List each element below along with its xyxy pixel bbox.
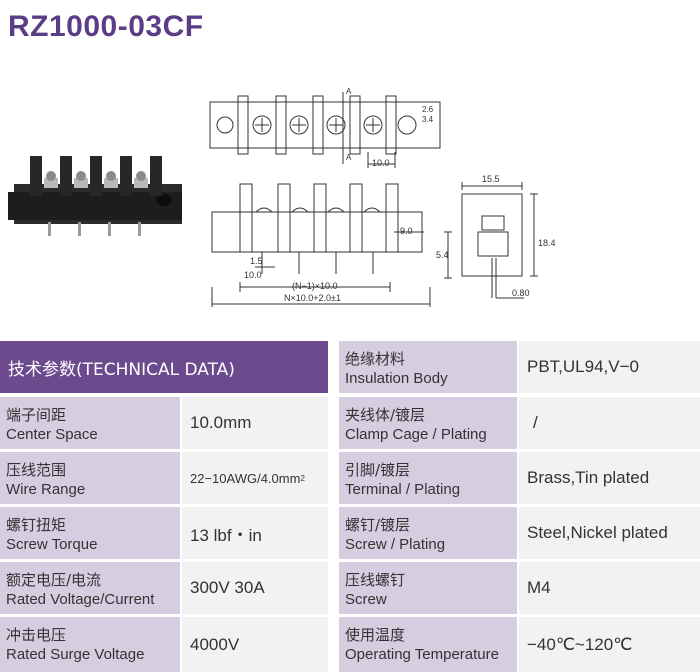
value-center-space: 10.0mm [182,397,328,449]
product-photo [8,156,182,236]
section-a-bottom: A [346,153,352,162]
label-en: Center Space [6,426,98,443]
label-rated-voltage: 额定电压/电流 Rated Voltage/Current [0,562,180,614]
value-clamp-cage: / [519,397,700,449]
dim-hole-1: 2.6 [422,105,434,114]
label-zh: 使用温度 [345,626,406,644]
value-screw-plating: Steel,Nickel plated [519,507,700,559]
value-wire-range-text: 22−10AWG/4.0mm [190,470,301,486]
value-screw-torque: 13 lbf・in [182,507,328,559]
label-en: Insulation Body [345,370,448,387]
label-en: Rated Surge Voltage [6,646,145,663]
section-a-top: A [346,87,352,96]
value-terminal-plating: Brass,Tin plated [519,452,700,504]
dim-hole-2: 3.4 [422,115,434,124]
technical-drawings: A A 2.6 3.4 10.0 9.0 1.5 10.0 (N−1)×10.0… [209,87,556,307]
label-operating-temperature: 使用温度 Operating Temperature [339,617,517,672]
label-screw: 压线螺钉 Screw [339,562,517,614]
value-screw: M4 [519,562,700,614]
label-zh: 夹线体/镀层 [345,406,426,424]
label-zh: 螺钉/镀层 [345,516,411,534]
dim-width: 15.5 [482,174,500,184]
superscript: 2 [300,473,305,483]
dim-height-right: 9.0 [400,226,413,236]
technical-data-table: 技术参数(TECHNICAL DATA) 端子间距 Center Space 1… [0,341,700,672]
label-zh: 引脚/镀层 [345,461,411,479]
label-zh: 绝缘材料 [345,350,406,368]
label-en: Screw [345,591,387,608]
label-en: Terminal / Plating [345,481,461,498]
label-wire-range: 压线范围 Wire Range [0,452,180,504]
label-en: Screw Torque [6,536,98,553]
dim-pin: 5.4 [436,250,449,260]
table-header: 技术参数(TECHNICAL DATA) [0,341,328,393]
label-center-space: 端子间距 Center Space [0,397,180,449]
label-terminal-plating: 引脚/镀层 Terminal / Plating [339,452,517,504]
label-zh: 压线范围 [6,461,67,479]
label-zh: 冲击电压 [6,626,67,644]
label-screw-plating: 螺钉/镀层 Screw / Plating [339,507,517,559]
product-title: RZ1000-03CF [8,10,204,43]
label-zh: 压线螺钉 [345,571,406,589]
label-en: Screw / Plating [345,536,446,553]
value-insulation-body: PBT,UL94,V−0 [519,341,700,393]
value-surge-voltage: 4000V [182,617,328,672]
label-screw-torque: 螺钉扭矩 Screw Torque [0,507,180,559]
label-surge-voltage: 冲击电压 Rated Surge Voltage [0,617,180,672]
label-en: Clamp Cage / Plating [345,426,487,443]
dim-10-bottom: 10.0 [244,270,262,280]
label-zh: 额定电压/电流 [6,571,102,589]
label-zh: 端子间距 [6,406,67,424]
label-en: Rated Voltage/Current [6,591,155,608]
dim-total-length: N×10.0+2.0±1 [284,293,341,303]
label-clamp-cage: 夹线体/镀层 Clamp Cage / Plating [339,397,517,449]
value-rated-voltage: 300V 30A [182,562,328,614]
dim-n-minus-1: (N−1)×10.0 [292,281,338,291]
dim-pitch: 10.0 [372,158,390,168]
label-en: Wire Range [6,481,86,498]
label-en: Operating Temperature [345,646,499,663]
dim-height: 18.4 [538,238,556,248]
dim-1-5: 1.5 [250,256,263,266]
value-operating-temperature: −40℃~120℃ [519,617,700,672]
label-zh: 螺钉扭矩 [6,516,67,534]
dim-pin-thickness: 0.80 [512,288,530,298]
label-insulation-body: 绝缘材料 Insulation Body [339,341,517,393]
